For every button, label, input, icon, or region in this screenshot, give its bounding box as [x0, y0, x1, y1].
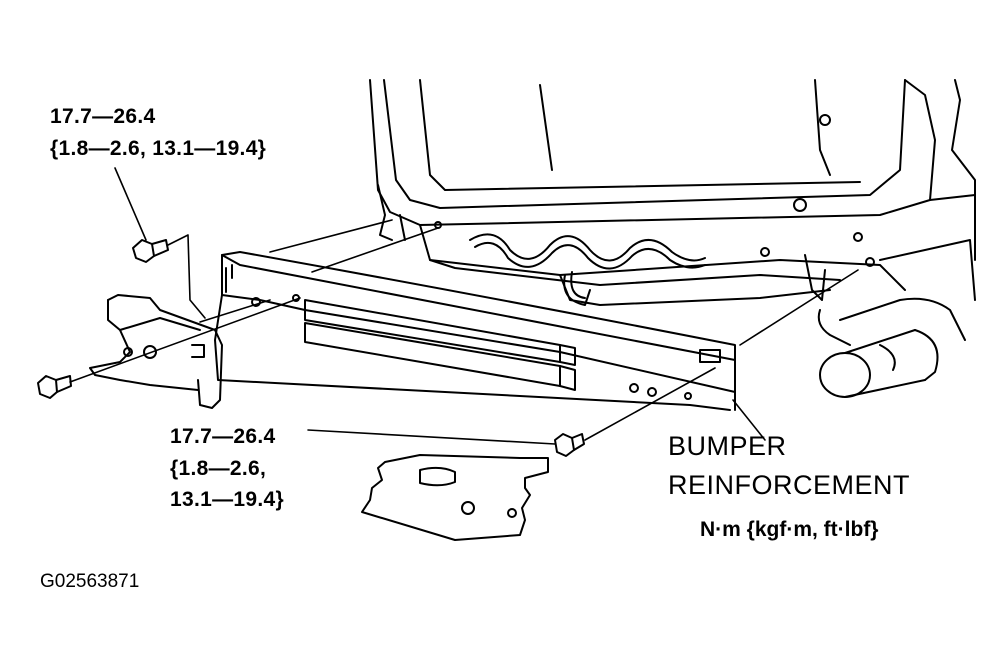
bolt-left	[37, 375, 72, 399]
torque-spec-upper-left-conversion: {1.8—2.6, 13.1—19.4}	[50, 137, 267, 160]
bumper-reinforcement-beam	[214, 251, 736, 411]
part-label-line1: BUMPER	[668, 431, 787, 461]
left-bracket	[89, 294, 223, 409]
torque-units-legend: N·m {kgf·m, ft·lbf}	[700, 518, 879, 541]
alignment-lines	[69, 219, 859, 441]
leader-lines	[114, 167, 766, 445]
figure-code: G02563871	[40, 571, 140, 592]
torque-spec-upper-left-value: 17.7—26.4	[50, 105, 156, 128]
bolt-lower	[554, 433, 585, 457]
torque-spec-lower-conversion-2: 13.1—19.4}	[170, 488, 284, 511]
torque-spec-lower-value: 17.7—26.4	[170, 425, 276, 448]
lower-right-bracket	[361, 454, 549, 541]
torque-spec-lower-conversion-1: {1.8—2.6,	[170, 457, 267, 480]
vehicle-rear-body	[369, 79, 976, 398]
part-label-line2: REINFORCEMENT	[668, 470, 910, 500]
bolt-upper-left	[132, 239, 169, 263]
